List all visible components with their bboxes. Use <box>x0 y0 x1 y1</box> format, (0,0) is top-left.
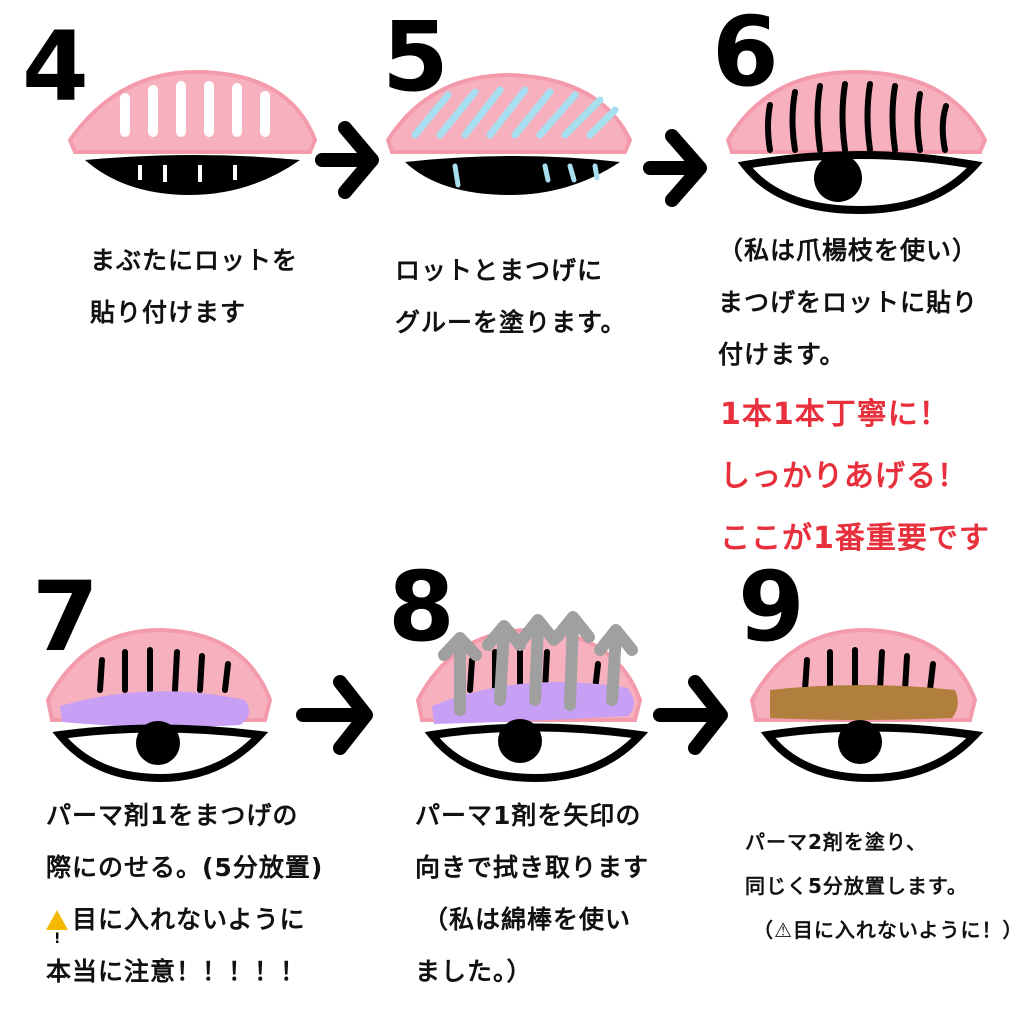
perm-solution-2 <box>770 685 958 720</box>
emphasis-line: 1本1本丁寧に！ <box>720 397 950 432</box>
step-5-caption: ロットとまつげに グルーを塗ります。 <box>395 245 627 349</box>
rod-stripes <box>120 81 270 137</box>
eyelashes-under-rod <box>138 165 237 182</box>
step-7-illustration: 7 <box>32 561 273 783</box>
step-number-4: 4 <box>22 11 89 123</box>
caption-line: 際にのせる。(5分放置) <box>46 853 324 882</box>
caption-line: パーマ剤1をまつげの <box>46 801 299 830</box>
caption-line: （⚠目に入れないように！） <box>753 918 1024 942</box>
arrow-right-icon <box>315 121 379 199</box>
glued-lashes <box>452 163 600 188</box>
step-6-caption: （私は爪楊枝を使い） まつげをロットに貼り 付けます。 <box>718 225 978 381</box>
step-9-illustration: 9 <box>738 551 984 783</box>
step-number-9: 9 <box>738 551 805 663</box>
warning-text: 目に入れないように <box>72 905 306 934</box>
arrow-right-icon <box>643 129 707 207</box>
step-4-caption: まぶたにロットを 貼り付けます <box>90 235 298 339</box>
step-number-8: 8 <box>388 551 455 663</box>
arrow-right-icon <box>653 675 728 755</box>
warning-line: 目に入れないように <box>46 894 323 965</box>
step-6-illustration: 6 <box>712 0 988 215</box>
eyelashes-on-rod <box>802 647 936 693</box>
eye-pupil <box>838 720 882 764</box>
step-6-emphasis: 1本1本丁寧に！ しっかりあげる！ ここが1番重要です <box>720 384 990 570</box>
glue-stripes <box>411 86 619 139</box>
caption-line: 本当に注意！！！！！ <box>46 957 307 986</box>
warning-icon <box>46 910 68 965</box>
caption-line: まぶたにロットを <box>90 246 299 275</box>
emphasis-line: ここが1番重要です <box>720 521 990 556</box>
arrow-right-icon <box>296 675 373 755</box>
eyelashes-on-rod <box>765 81 949 153</box>
emphasis-line: しっかりあげる！ <box>720 459 968 494</box>
step-number-6: 6 <box>712 0 779 108</box>
step-5-illustration: 5 <box>382 1 633 195</box>
caption-line: グルーを塗ります。 <box>395 308 627 337</box>
caption-line: まつげをロットに貼り <box>718 288 979 317</box>
eye-lid-line <box>85 155 300 195</box>
step-4-illustration: 4 <box>22 11 318 195</box>
step-7-caption: パーマ剤1をまつげの 際にのせる。(5分放置) 目に入れないように 本当に注意！… <box>46 790 323 998</box>
caption-line: ました。） <box>415 957 533 986</box>
caption-line: （私は爪楊枝を使い） <box>718 236 979 265</box>
caption-line: 向きで拭き取ります <box>415 853 650 882</box>
caption-line: 付けます。 <box>718 340 846 369</box>
caption-line: （私は綿棒を使い <box>423 905 632 934</box>
step-9-caption: パーマ2剤を塗り、 同じく5分放置します。 （⚠目に入れないように！） <box>745 820 1024 952</box>
caption-line: 同じく5分放置します。 <box>745 874 968 898</box>
eye-pupil <box>498 719 542 763</box>
eyelashes-on-rod <box>97 647 231 693</box>
caption-line: ロットとまつげに <box>395 256 604 285</box>
up-arrow-icon <box>438 611 638 716</box>
step-8-illustration: 8 <box>388 551 649 783</box>
eye-pupil <box>136 721 180 765</box>
caption-line: パーマ1剤を矢印の <box>415 801 642 830</box>
eye-pupil <box>814 154 862 202</box>
eye-lid-line <box>405 156 620 195</box>
perm-solution-1 <box>60 691 249 727</box>
step-8-caption: パーマ1剤を矢印の 向きで拭き取ります （私は綿棒を使い ました。） <box>415 790 649 998</box>
caption-line: パーマ2剤を塗り、 <box>745 830 928 854</box>
caption-line: 貼り付けます <box>90 298 247 327</box>
rod-shape <box>67 69 318 154</box>
